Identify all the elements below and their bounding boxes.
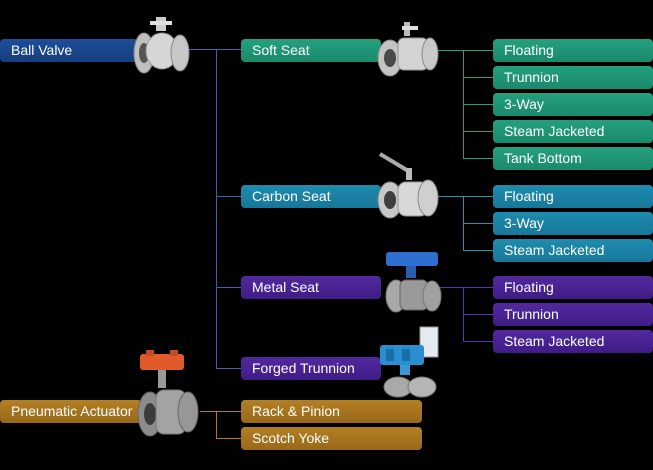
root-ball-valve-button[interactable]: Ball Valve xyxy=(0,39,138,62)
pneumatic-actuator-button[interactable]: Pneumatic Actuator xyxy=(0,400,142,423)
soft-seat-tank-bottom-button[interactable]: Tank Bottom xyxy=(493,147,653,170)
carbon-seat-floating-button[interactable]: Floating xyxy=(493,185,653,208)
metal-branch-3 xyxy=(463,341,493,342)
carbon-branch-3 xyxy=(463,250,493,251)
metal-seat-button[interactable]: Metal Seat xyxy=(241,276,381,299)
soft-seat-steam-jacketed-button[interactable]: Steam Jacketed xyxy=(493,120,653,143)
soft-branch-5 xyxy=(463,158,493,159)
carbon-seat-3-way-button[interactable]: 3-Way xyxy=(493,212,653,235)
soft-branch-2 xyxy=(463,77,493,78)
metal-seat-floating-button[interactable]: Floating xyxy=(493,276,653,299)
branch-carbon xyxy=(216,196,241,197)
carbon-connector xyxy=(437,196,493,197)
root-connector xyxy=(185,49,241,50)
soft-seat-floating-button[interactable]: Floating xyxy=(493,39,653,62)
forged-trunnion-button[interactable]: Forged Trunnion xyxy=(241,357,381,380)
forged-trunnion-valve-image xyxy=(380,326,439,398)
metal-seat-valve-image xyxy=(385,252,442,313)
rack-pinion-button[interactable]: Rack & Pinion xyxy=(241,400,422,423)
soft-branch-4 xyxy=(463,131,493,132)
soft-seat-3-way-button[interactable]: 3-Way xyxy=(493,93,653,116)
branch-metal xyxy=(216,287,241,288)
soft-seat-button[interactable]: Soft Seat xyxy=(241,39,381,62)
actuator-trunk xyxy=(216,411,217,439)
soft-connector xyxy=(437,50,493,51)
branch-forged xyxy=(216,368,241,369)
carbon-seat-button[interactable]: Carbon Seat xyxy=(241,185,381,208)
carbon-seat-valve-image xyxy=(377,152,439,219)
scotch-yoke-button[interactable]: Scotch Yoke xyxy=(241,427,422,450)
soft-seat-trunnion-button[interactable]: Trunnion xyxy=(493,66,653,89)
metal-seat-trunnion-button[interactable]: Trunnion xyxy=(493,303,653,326)
ball-valve-image xyxy=(133,17,190,74)
metal-connector xyxy=(437,287,493,288)
main-trunk xyxy=(216,49,217,369)
metal-branch-2 xyxy=(463,314,493,315)
soft-seat-valve-image xyxy=(377,22,439,77)
pneumatic-actuator-image xyxy=(137,350,199,437)
actuator-branch-2 xyxy=(216,438,241,439)
metal-seat-steam-jacketed-button[interactable]: Steam Jacketed xyxy=(493,330,653,353)
soft-branch-3 xyxy=(463,104,493,105)
actuator-connector xyxy=(200,411,241,412)
carbon-branch-2 xyxy=(463,223,493,224)
carbon-seat-steam-jacketed-button[interactable]: Steam Jacketed xyxy=(493,239,653,262)
